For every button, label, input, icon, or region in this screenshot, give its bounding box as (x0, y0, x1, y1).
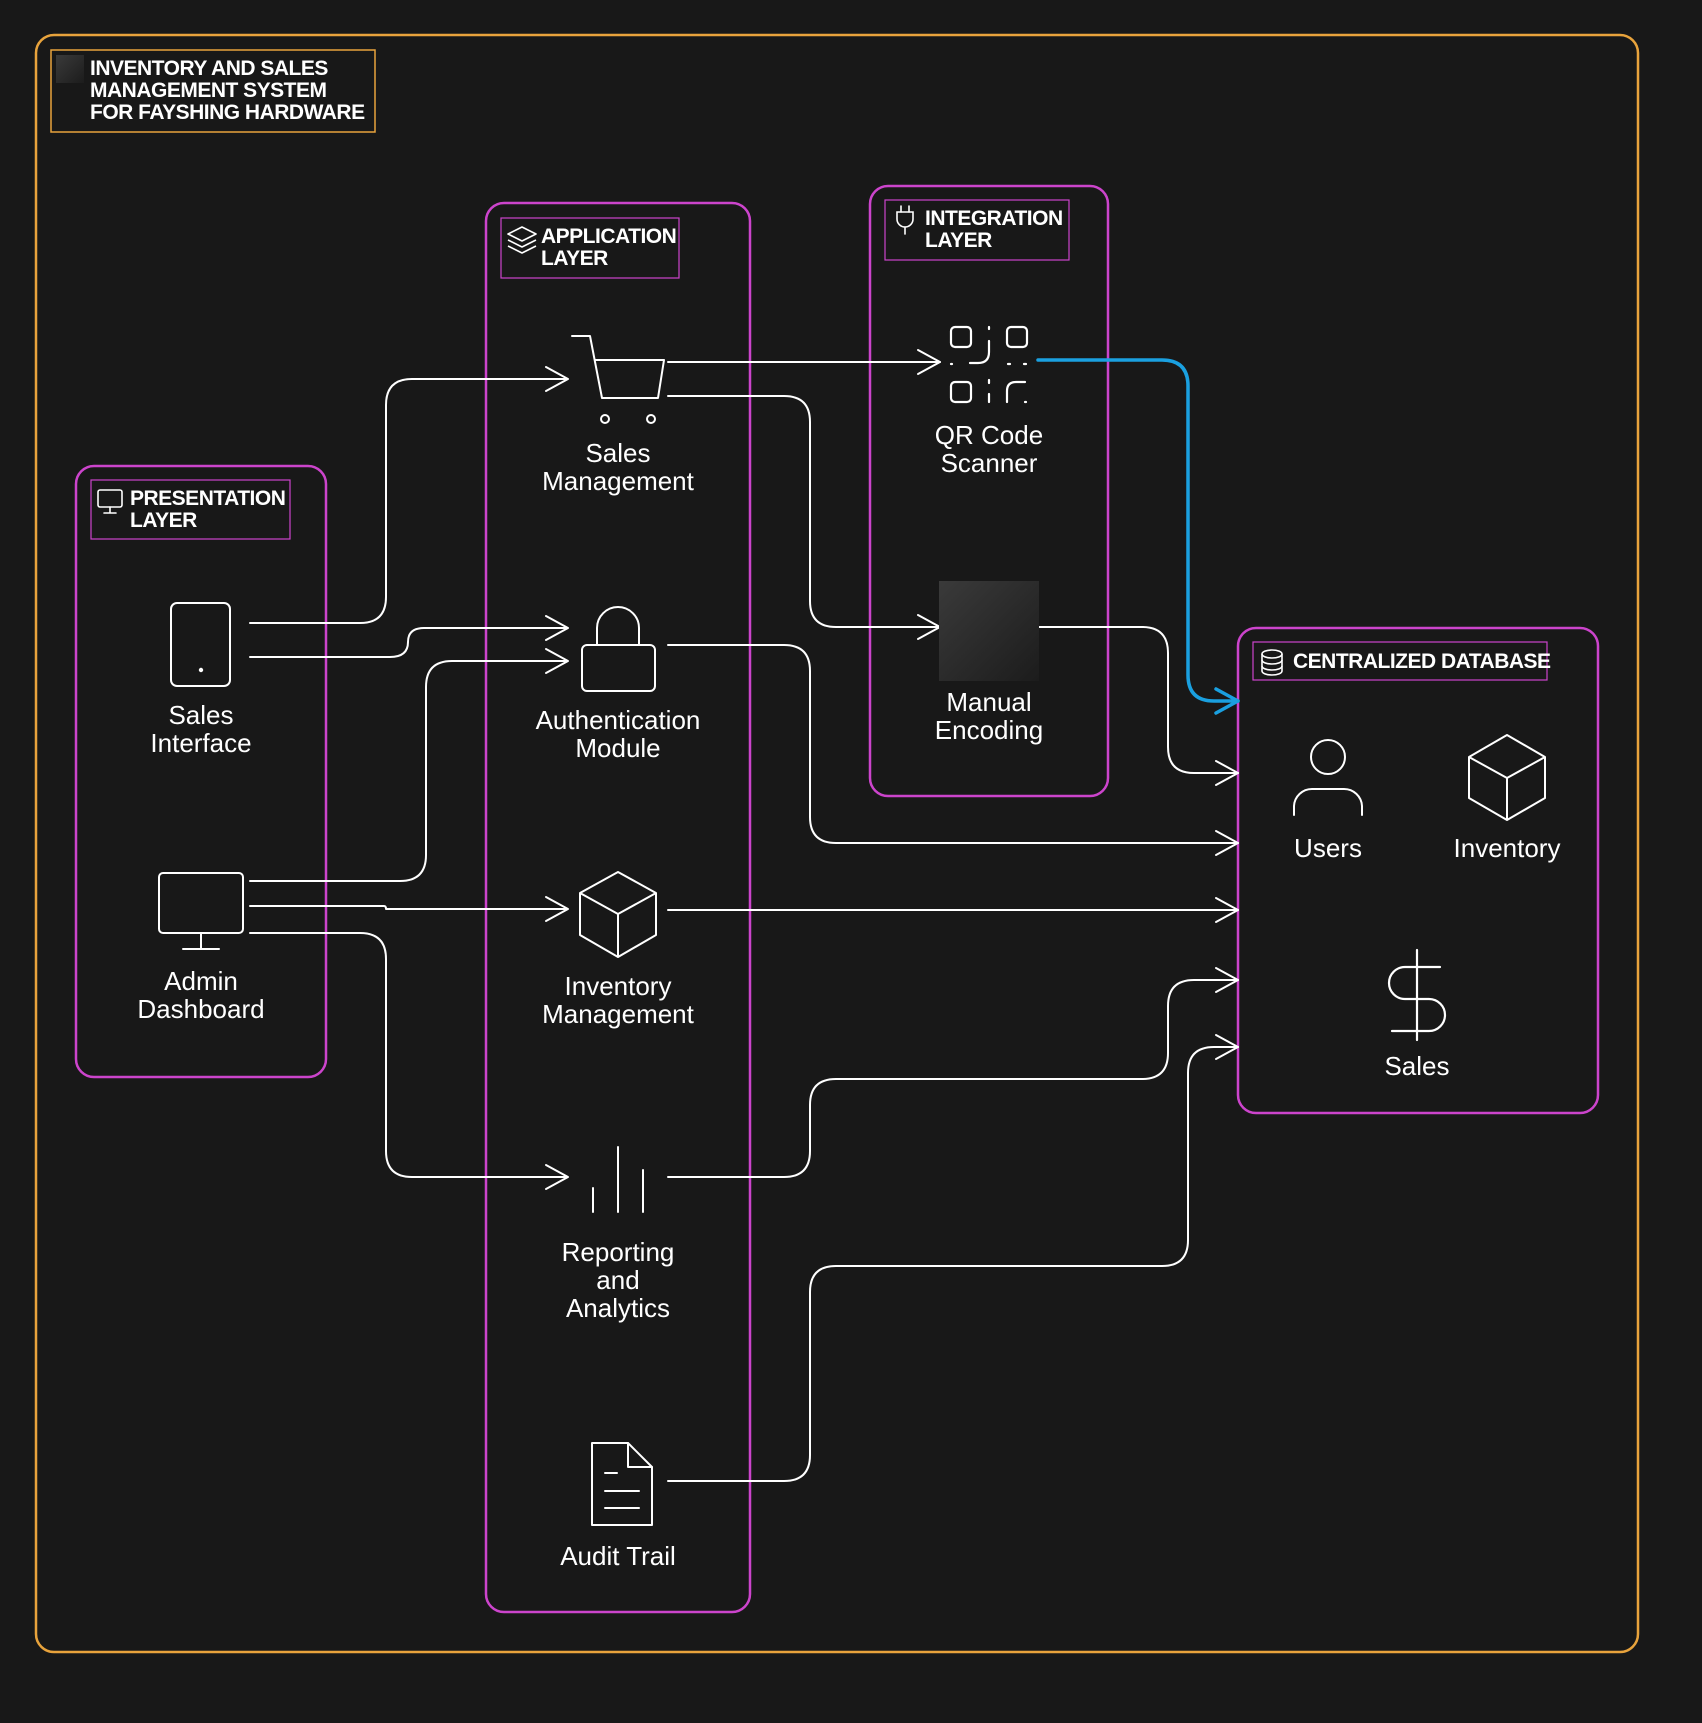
arrowhead (545, 1164, 569, 1190)
arrowhead (1215, 897, 1239, 923)
application-layer-header-box (500, 217, 680, 279)
integration-layer-box (868, 184, 1110, 798)
connectors (249, 349, 1239, 1482)
connector-manual-encoding-to-database (1037, 626, 1239, 774)
dollar-icon (1387, 948, 1447, 1042)
arrowhead (1215, 830, 1239, 856)
qr-scan-icon (949, 325, 1029, 404)
database-layer-header-box (1252, 641, 1548, 681)
arrowhead (545, 366, 569, 392)
layers-icon (507, 226, 537, 254)
admin-dashboard-label-line1: Admin (164, 966, 238, 996)
monitor-icon (97, 489, 123, 514)
title-placeholder-icon (56, 55, 84, 83)
bar-chart-icon (592, 1146, 644, 1213)
application-layer-title: APPLICATION LAYER (541, 226, 681, 270)
sales-management-label-line2: Management (542, 466, 694, 496)
sales-interface-label: Sales Interface (121, 701, 281, 757)
qr-code-scanner-label: QR Code Scanner (889, 421, 1089, 477)
presentation-layer-box (74, 464, 328, 1079)
outer-frame (34, 33, 1640, 1654)
application-layer-box (484, 201, 752, 1614)
connector-sales-interface-to-sales-management (249, 378, 567, 624)
database-layer-title: CENTRALIZED DATABASE (1293, 650, 1551, 673)
reporting-analytics-label-line1: Reporting (561, 1237, 675, 1267)
sales-label: Sales (1384, 1051, 1450, 1081)
monitor-icon (158, 872, 244, 950)
user-icon (1293, 739, 1363, 816)
connector-reporting-to-database (667, 979, 1239, 1178)
box-icon (1468, 734, 1546, 821)
audit-trail-label: Audit Trail (518, 1542, 718, 1570)
reporting-analytics-label-line3: Analytics (565, 1293, 671, 1323)
application-layer-title-line2: LAYER (541, 247, 608, 270)
integration-layer-title-line1: INTEGRATION (925, 207, 1063, 230)
inventory-management-label-line1: Inventory (564, 971, 672, 1001)
connector-audit-trail-to-database (667, 1046, 1239, 1482)
sales-interface-label-line1: Sales (168, 700, 234, 730)
arrowhead (545, 896, 569, 922)
connector-admin-dashboard-to-authentication (249, 660, 567, 882)
cart-icon (571, 335, 665, 424)
manual-encoding-label-line1: Manual (946, 687, 1032, 717)
inventory-label: Inventory (1453, 833, 1561, 863)
presentation-layer-header-box (90, 479, 291, 540)
inventory-management-label-line2: Management (542, 999, 694, 1029)
manual-encoding-label-line2: Encoding (934, 715, 1044, 745)
manual-encoding-label: Manual Encoding (889, 688, 1089, 744)
arrowhead (1215, 1034, 1239, 1060)
inventory-management-label: Inventory Management (518, 972, 718, 1028)
document-icon (591, 1442, 653, 1526)
application-layer-title-line1: APPLICATION (541, 225, 677, 248)
arrowhead (917, 349, 941, 375)
audit-trail-label-line1: Audit Trail (560, 1541, 676, 1571)
integration-layer-title: INTEGRATION LAYER (925, 208, 1069, 252)
connector-admin-dashboard-to-reporting (249, 932, 567, 1178)
arrowhead (545, 615, 569, 641)
sales-interface-label-line2: Interface (150, 728, 252, 758)
connector-admin-dashboard-to-inventory-management (249, 905, 567, 910)
integration-layer-title-line2: LAYER (925, 229, 992, 252)
connector-sales-interface-to-authentication (249, 627, 567, 658)
tablet-icon (170, 602, 231, 687)
users-label: Users (1294, 833, 1362, 863)
authentication-module-label-line2: Module (575, 733, 661, 763)
reporting-analytics-label-line2: and (596, 1265, 640, 1295)
presentation-layer-title-line2: LAYER (130, 509, 197, 532)
qr-code-scanner-label-line1: QR Code (934, 420, 1044, 450)
database-icon (1261, 649, 1283, 676)
highlight-connector-qr-to-database (1036, 358, 1240, 715)
diagram-title: INVENTORY AND SALES MANAGEMENT SYSTEM FO… (90, 57, 365, 124)
authentication-module-label: Authentication Module (508, 706, 728, 762)
presentation-layer-title-line1: PRESENTATION (130, 487, 286, 510)
sales-management-label-line1: Sales (585, 438, 651, 468)
arrowhead (1215, 760, 1239, 786)
admin-dashboard-label-line2: Dashboard (137, 994, 265, 1024)
reporting-analytics-label: Reporting and Analytics (518, 1238, 718, 1322)
placeholder-image-icon (939, 581, 1039, 681)
database-layer-box (1236, 626, 1600, 1115)
box-icon (579, 871, 657, 958)
integration-layer-header-box (884, 199, 1070, 261)
presentation-layer-title: PRESENTATION LAYER (130, 488, 290, 532)
qr-code-scanner-label-line2: Scanner (940, 448, 1038, 478)
admin-dashboard-label: Admin Dashboard (121, 967, 281, 1023)
sales-management-label: Sales Management (518, 439, 718, 495)
authentication-module-label-line1: Authentication (535, 705, 701, 735)
arrowhead (1215, 967, 1239, 993)
lock-icon (581, 606, 656, 692)
arrowhead (545, 648, 569, 674)
connector-sales-management-to-manual-encoding (667, 395, 941, 628)
plug-icon (896, 205, 914, 235)
title-box (50, 49, 376, 133)
connector-authentication-to-database (667, 644, 1239, 844)
